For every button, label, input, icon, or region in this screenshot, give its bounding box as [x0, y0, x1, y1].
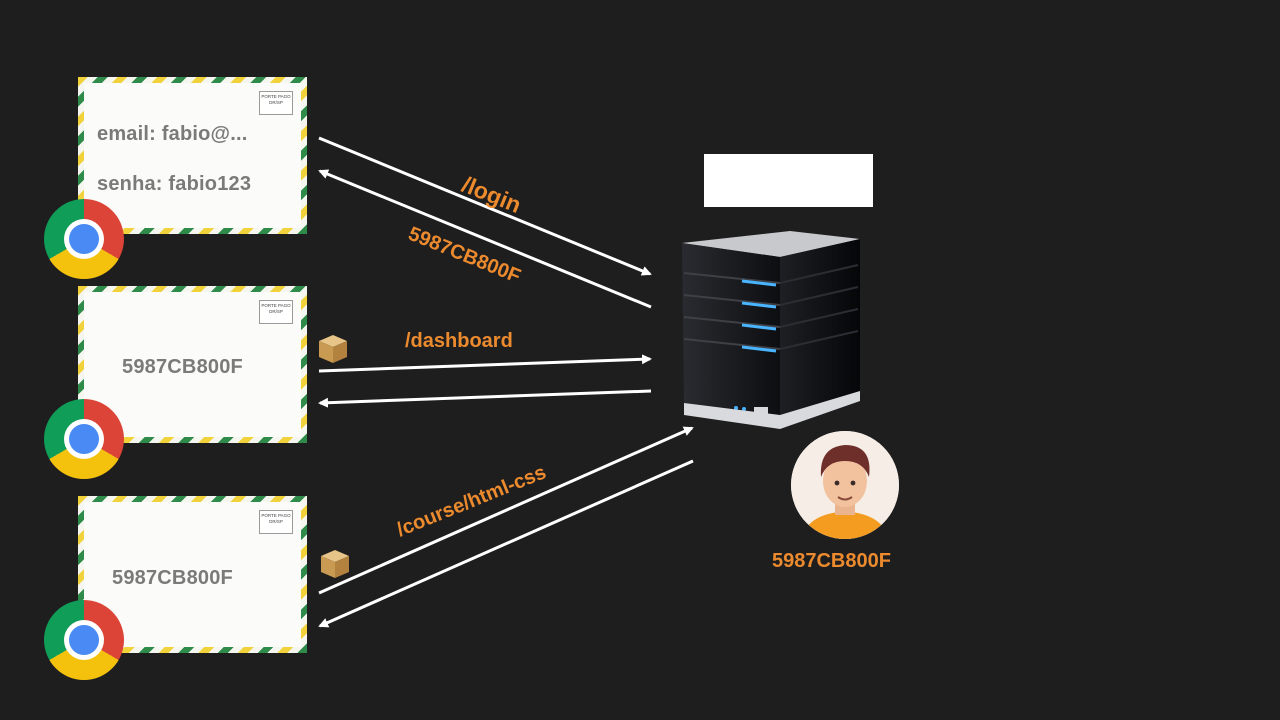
stamp-icon: PORTE PAGO DR/SP: [259, 510, 293, 534]
stamp-icon: PORTE PAGO DR/SP: [259, 91, 293, 115]
stamp-icon: PORTE PAGO DR/SP: [259, 300, 293, 324]
arrow-dashboard-response: [318, 389, 652, 408]
session-id-label: 5987CB800F: [772, 550, 891, 572]
white-panel: [704, 154, 873, 207]
arrow-course-request: [318, 426, 694, 595]
user-avatar-icon: [791, 431, 899, 539]
chrome-icon: [44, 199, 124, 279]
chrome-icon: [44, 600, 124, 680]
package-icon: [319, 335, 347, 363]
envelope-session-text: 5987CB800F: [112, 567, 233, 589]
envelope-login: PORTE PAGO DR/SP email: fabio@... senha:…: [78, 77, 307, 234]
arrow-login-response: [318, 169, 652, 309]
arrow-course-response: [318, 459, 694, 628]
route-dashboard-label: /dashboard: [405, 330, 513, 352]
envelope-email-text: email: fabio@...: [97, 123, 248, 145]
package-icon: [321, 550, 349, 578]
chrome-icon: [44, 399, 124, 479]
envelope-session-text: 5987CB800F: [122, 356, 243, 378]
envelope-password-text: senha: fabio123: [97, 173, 252, 195]
server-icon: [682, 231, 860, 429]
arrow-login-request: [318, 136, 652, 276]
arrow-dashboard-request: [318, 354, 652, 373]
